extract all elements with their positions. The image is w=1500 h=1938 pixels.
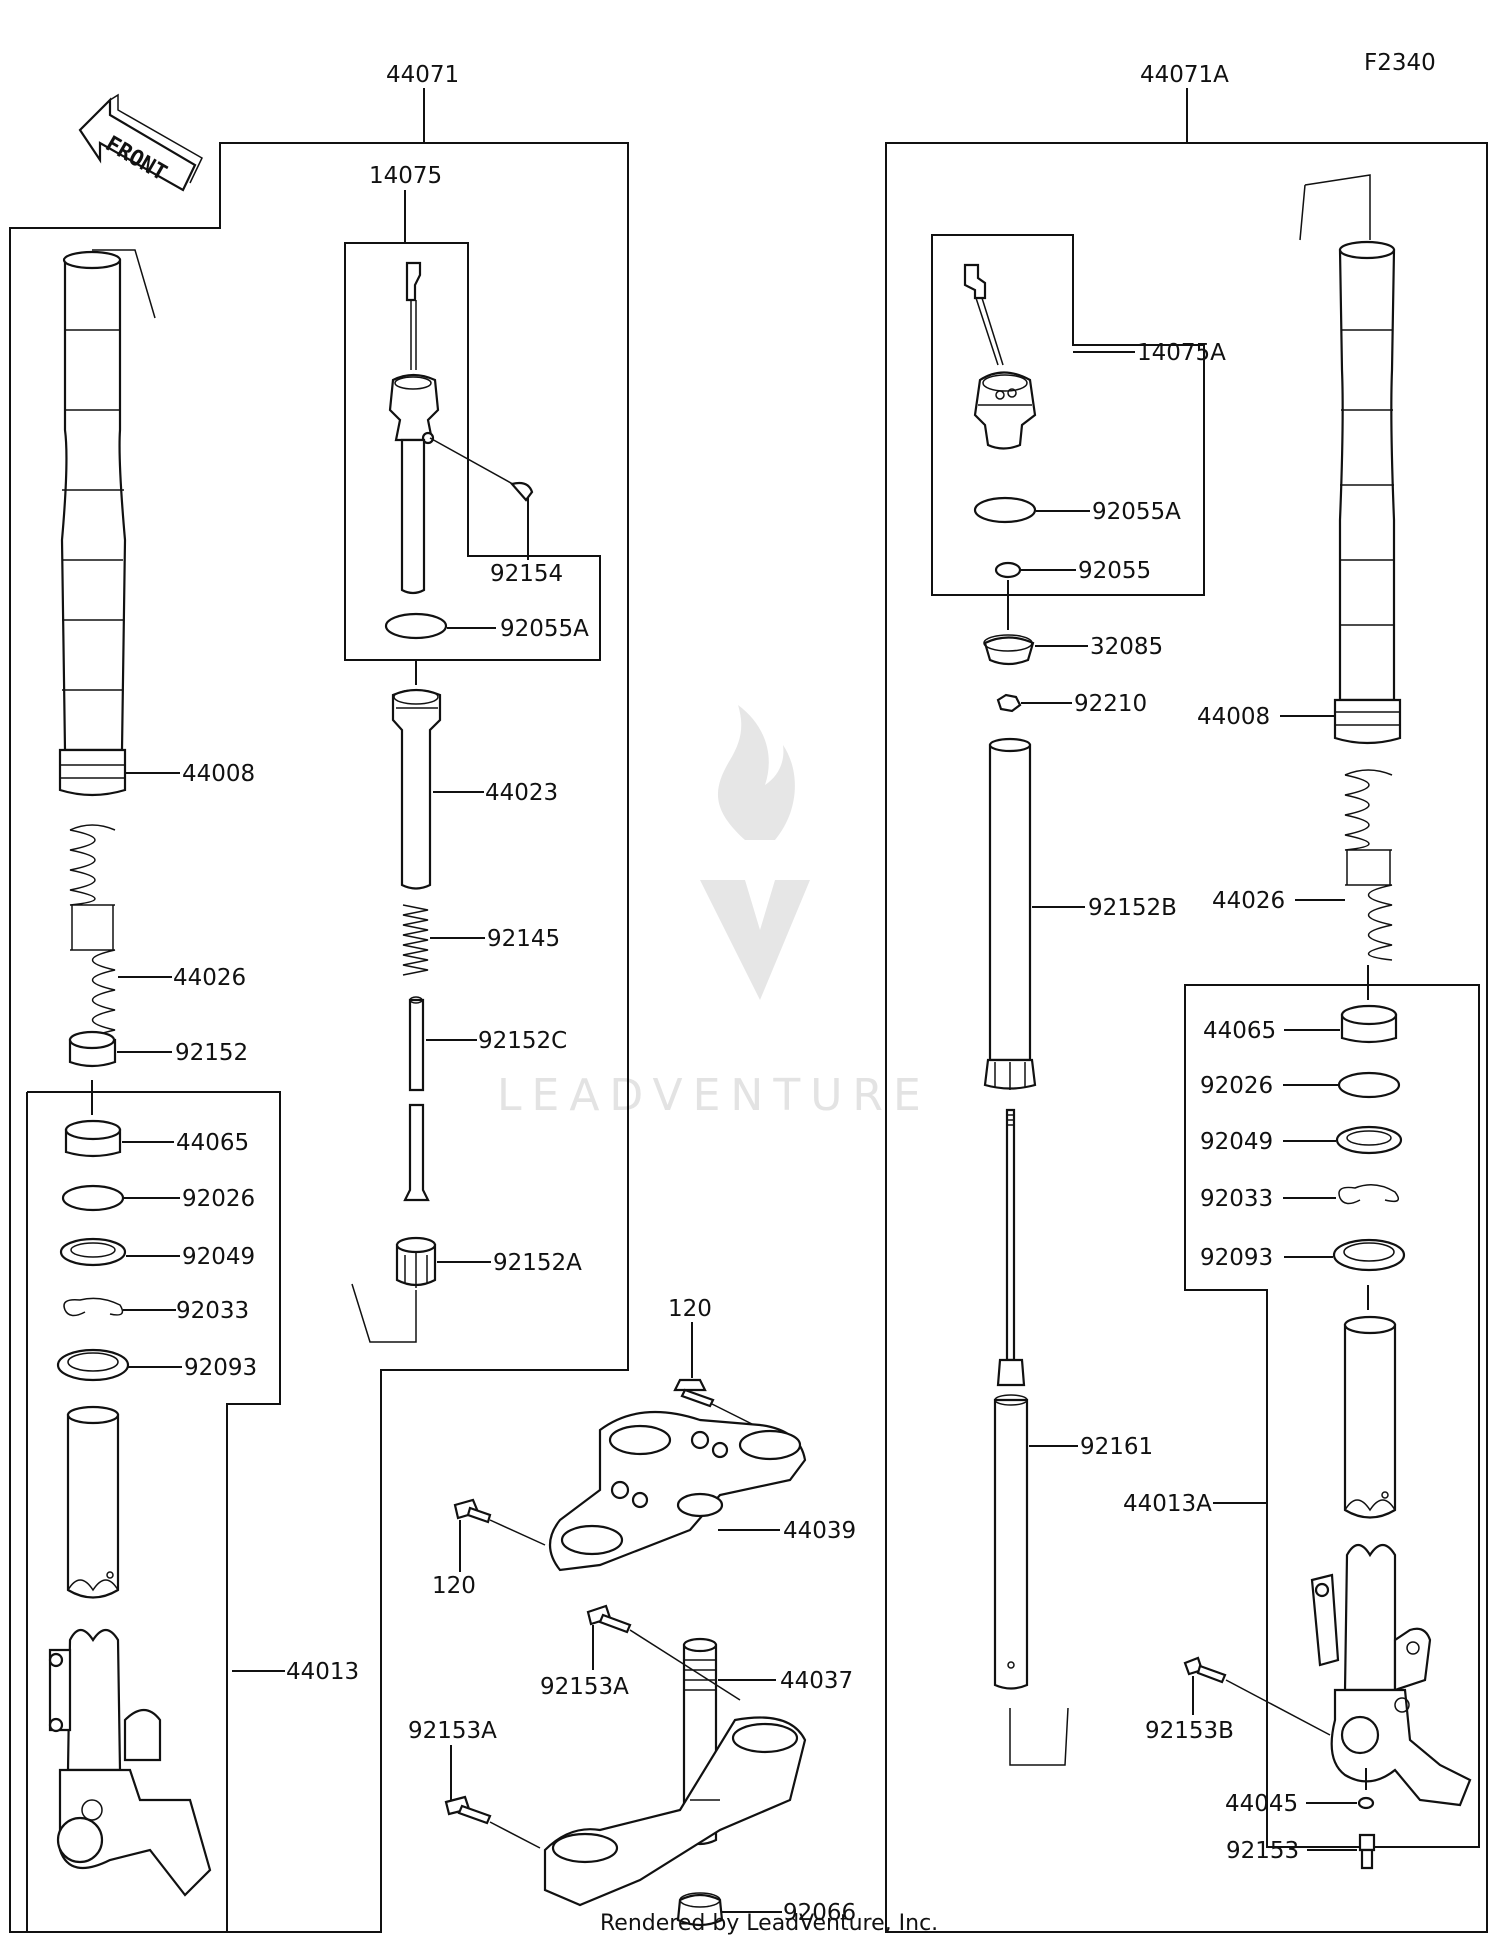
cartridge-14075A: [963, 263, 1037, 450]
right-cylinder-92152B: [983, 737, 1037, 1090]
right-dust-seal-92093: [1332, 1238, 1406, 1272]
left-bushing-44065: [64, 1119, 122, 1158]
left-nut-92152A: [395, 1236, 437, 1288]
label-92153A-a: 92153A: [540, 1674, 629, 1700]
bolt-92153B: [1183, 1656, 1227, 1684]
label-92093-left: 92093: [184, 1355, 257, 1381]
right-oring-92055: [994, 561, 1022, 579]
left-oring-92055A: [384, 612, 448, 640]
label-44023: 44023: [485, 780, 558, 806]
watermark-logo: LEADVENTURE: [497, 705, 931, 1121]
label-14075: 14075: [369, 163, 442, 189]
label-92033-left: 92033: [176, 1298, 249, 1324]
label-92153B: 92153B: [1145, 1718, 1234, 1744]
label-44008-left: 44008: [182, 761, 255, 787]
left-clip-92033: [63, 1297, 124, 1317]
bolt-120-top: [673, 1378, 715, 1408]
right-washer-44045: [1357, 1796, 1375, 1810]
label-44026-left: 44026: [173, 965, 246, 991]
right-assembly-outline: 44071A: [885, 62, 1488, 1933]
label-92033-right: 92033: [1200, 1186, 1273, 1212]
label-92152B: 92152B: [1088, 895, 1177, 921]
left-oil-seal-92049: [59, 1237, 127, 1267]
label-92049-left: 92049: [182, 1244, 255, 1270]
label-92153: 92153: [1226, 1838, 1299, 1864]
bolt-92153: [1358, 1833, 1376, 1870]
lower-clamp: [543, 1716, 807, 1907]
right-oil-seal-92049: [1335, 1125, 1403, 1155]
label-92153A-b: 92153A: [408, 1718, 497, 1744]
assembly-44071-label: 44071: [386, 62, 459, 88]
label-92055A-right: 92055A: [1092, 499, 1181, 525]
label-92145: 92145: [487, 926, 560, 952]
label-92161: 92161: [1080, 1434, 1153, 1460]
left-inner-tube-44013: [48, 1405, 212, 1897]
label-44026-right: 44026: [1212, 888, 1285, 914]
label-92055A-left: 92055A: [500, 616, 589, 642]
bolt-92153A-b: [444, 1795, 492, 1825]
label-44039: 44039: [783, 1518, 856, 1544]
label-92152A: 92152A: [493, 1250, 582, 1276]
label-32085: 32085: [1090, 634, 1163, 660]
label-44008-right: 44008: [1197, 704, 1270, 730]
left-dust-seal-92093: [56, 1348, 130, 1382]
right-washer-92026: [1337, 1071, 1401, 1099]
label-120-top: 120: [668, 1296, 712, 1322]
left-rod-92152C: [403, 996, 430, 1202]
label-92152C: 92152C: [478, 1028, 567, 1054]
diagram-code: F2340: [1364, 50, 1436, 76]
right-rod-92161: [993, 1108, 1029, 1690]
right-inner-tube-44013A: [1310, 1315, 1472, 1807]
right-nut-92210: [996, 693, 1022, 713]
bolt-92153A-a: [586, 1604, 632, 1634]
label-92026-right: 92026: [1200, 1073, 1273, 1099]
label-14075A: 14075A: [1137, 340, 1226, 366]
right-spring-44026: [1344, 769, 1393, 961]
watermark-text: LEADVENTURE: [497, 1070, 931, 1121]
label-92049-right: 92049: [1200, 1129, 1273, 1155]
label-44037: 44037: [780, 1668, 853, 1694]
right-oring-92055A: [973, 496, 1037, 524]
label-92152: 92152: [175, 1040, 248, 1066]
left-damper-44023: [391, 688, 442, 890]
label-92055: 92055: [1078, 558, 1151, 584]
label-92066: 92066: [783, 1900, 856, 1926]
left-outer-tube-44008: [58, 249, 156, 797]
label-44065-right: 44065: [1203, 1018, 1276, 1044]
cap-92066: [676, 1892, 724, 1927]
right-clip-92033: [1338, 1184, 1400, 1205]
upper-clamp-44039: [548, 1410, 807, 1572]
label-92154: 92154: [490, 561, 563, 587]
left-collar-92152: [68, 1030, 117, 1068]
right-bushing-44065: [1340, 1004, 1398, 1044]
bolt-120-left: [453, 1498, 492, 1524]
cartridge-14075: [388, 261, 534, 595]
left-assembly-outline: 44071 14075: [9, 62, 629, 1933]
label-44065-left: 44065: [176, 1130, 249, 1156]
right-cap-32085: [983, 634, 1035, 666]
left-washer-92026: [61, 1184, 125, 1212]
left-spring-92145: [402, 904, 429, 976]
front-arrow-icon: FRONT: [78, 93, 203, 192]
label-92026-left: 92026: [182, 1186, 255, 1212]
label-44045: 44045: [1225, 1791, 1298, 1817]
label-44013: 44013: [286, 1659, 359, 1685]
right-outer-tube-44008: [1299, 174, 1402, 745]
label-92210: 92210: [1074, 691, 1147, 717]
label-44013A: 44013A: [1123, 1491, 1212, 1517]
assembly-44071A-label: 44071A: [1140, 62, 1229, 88]
label-120-left: 120: [432, 1573, 476, 1599]
left-spring-44026: [69, 824, 116, 1046]
label-92093-right: 92093: [1200, 1245, 1273, 1271]
footer-text: Rendered by LeadVenture, Inc.: [600, 1911, 938, 1936]
